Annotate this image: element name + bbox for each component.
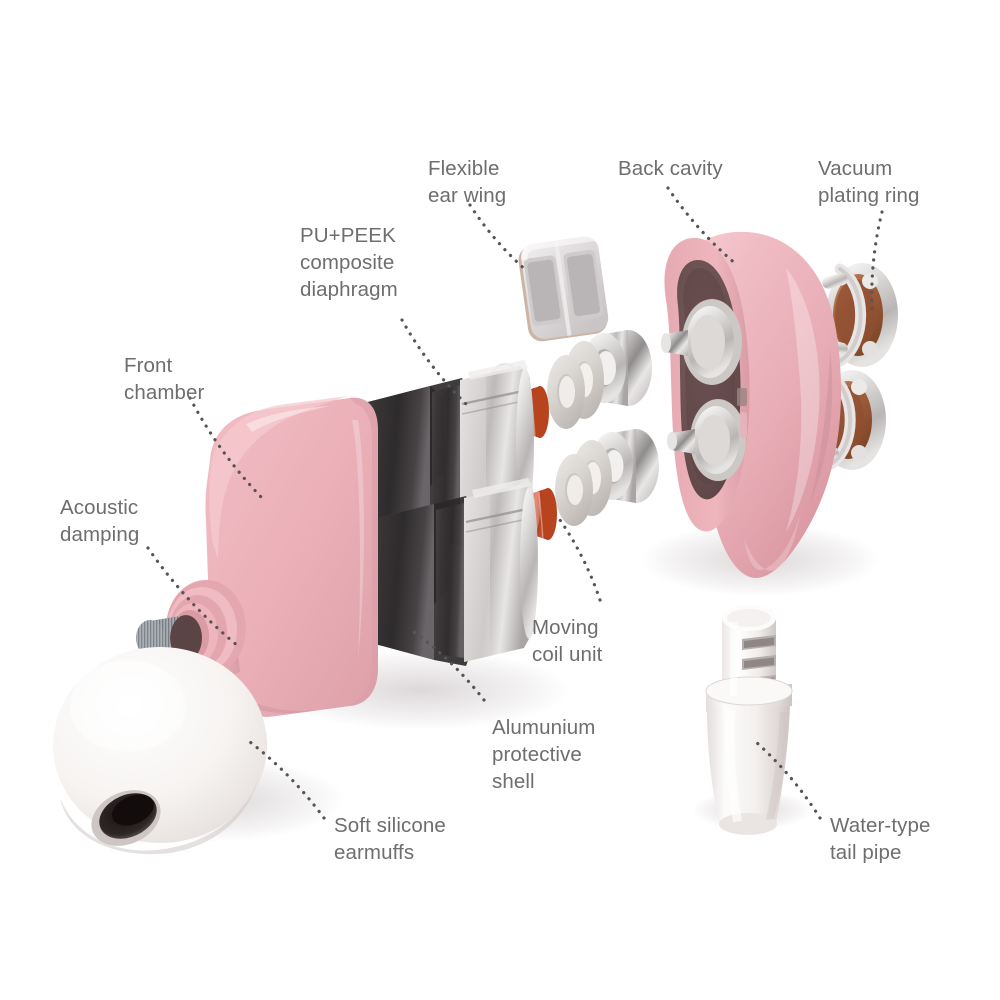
- label-aluminium-protective-shell: Alumunium protective shell: [492, 716, 596, 793]
- label-back-cavity: Back cavity: [618, 157, 723, 180]
- leader-water-tail-pipe: [754, 740, 822, 820]
- front-chamber-nozzle: [136, 580, 246, 684]
- leader-moving-coil-unit: [558, 518, 602, 602]
- leader-vacuum-plating-ring: [870, 210, 884, 312]
- coil-washer2-upper: [547, 355, 585, 429]
- label-vacuum-plating-ring: Vacuum plating ring: [818, 157, 920, 207]
- part-back-cavity: [661, 231, 842, 578]
- label-moving-coil-unit: Moving coil unit: [532, 616, 603, 666]
- part-soft-silicone-earmuffs: [53, 647, 267, 855]
- cavity-driver-upper: [661, 299, 742, 385]
- part-water-type-tail-pipe: [705, 605, 793, 835]
- coil-washer2-lower: [555, 454, 593, 526]
- label-acoustic-damping: Acoustic damping: [60, 496, 140, 546]
- part-aluminium-protective-shell: [356, 360, 538, 666]
- label-soft-silicone-earmuffs: Soft silicone earmuffs: [334, 814, 446, 864]
- leader-flexible-ear-wing: [468, 203, 530, 274]
- leader-acoustic-damping: [146, 546, 240, 648]
- leader-lines: [146, 186, 884, 820]
- label-pu-peek-diaphragm: PU+PEEK composite diaphragm: [300, 224, 398, 301]
- part-flexible-ear-wing: [518, 235, 609, 342]
- label-water-type-tail-pipe: Water-type tail pipe: [830, 814, 931, 864]
- label-front-chamber: Front chamber: [124, 354, 205, 404]
- cavity-driver-lower: [667, 399, 746, 481]
- label-flexible-ear-wing: Flexible ear wing: [428, 157, 507, 207]
- leader-aluminium-shell: [412, 630, 486, 702]
